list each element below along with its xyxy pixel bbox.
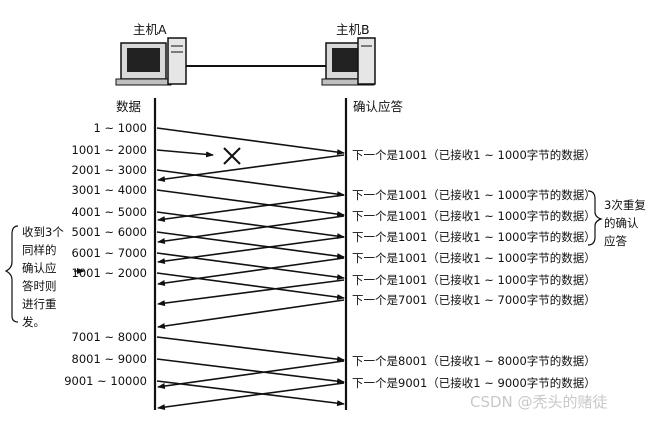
ack-arrow (158, 258, 344, 284)
data-segment-arrow (157, 253, 344, 278)
triple-duplicate-ack-note: 3次重复 的确认 应答 (588, 191, 646, 248)
ack-arrow (158, 361, 344, 387)
ack-arrow (158, 300, 344, 327)
segment-range-label: 1001 ~ 2000 (72, 143, 147, 157)
ack-label: 下一个是1001（已接收1 ~ 1000字节的数据） (352, 209, 596, 223)
data-segment-arrow (157, 232, 344, 257)
cross-icon (224, 148, 240, 164)
data-segment-arrow (157, 170, 344, 195)
data-segment-arrow (157, 381, 344, 404)
watermark: CSDN @秃头的赌徒 (470, 393, 608, 411)
right-note-line: 3次重复 (604, 198, 646, 212)
left-note-line: 收到3个 (22, 225, 64, 239)
ack-label: 下一个是1001（已接收1 ~ 1000字节的数据） (352, 273, 596, 287)
lost-segment-arrow (157, 150, 213, 155)
data-segment-arrow (157, 273, 344, 298)
left-note-line: 答时则 (22, 279, 57, 293)
data-segment-arrow (157, 359, 344, 382)
computer-icon (322, 38, 375, 85)
left-note-line: 确认应 (22, 261, 57, 275)
ack-label: 下一个是1001（已接收1 ~ 1000字节的数据） (352, 188, 596, 202)
data-segment-arrow (157, 128, 344, 153)
host-b-label: 主机B (336, 22, 370, 37)
segment-range-label: 5001 ~ 6000 (72, 225, 147, 239)
segment-range-label: 8001 ~ 9000 (72, 352, 147, 366)
left-note-line: 发。 (22, 315, 45, 329)
ack-label: 下一个是9001（已接收1 ~ 9000字节的数据） (352, 376, 596, 390)
segment-range-label: 7001 ~ 8000 (72, 330, 147, 344)
segment-range-label: 3001 ~ 4000 (72, 183, 147, 197)
host-a-label: 主机A (133, 22, 167, 37)
host-b-column-label: 确认应答 (353, 99, 404, 114)
ack-label: 下一个是8001（已接收1 ~ 8000字节的数据） (352, 354, 596, 368)
ack-arrow (158, 216, 344, 242)
ack-arrow (158, 195, 344, 220)
segment-range-label: 1 ~ 1000 (93, 121, 147, 135)
segment-range-label: 4001 ~ 5000 (72, 205, 147, 219)
host-a-column-label: 数据 (116, 99, 141, 114)
data-segment-arrow (157, 190, 344, 215)
ack-arrow (158, 155, 344, 180)
segment-range-label: 6001 ~ 7000 (72, 246, 147, 260)
left-note-line: 进行重 (22, 297, 57, 311)
right-note-line: 应答 (604, 234, 627, 248)
ack-label: 下一个是1001（已接收1 ~ 1000字节的数据） (352, 148, 596, 162)
segment-range-label: 2001 ~ 3000 (72, 163, 147, 177)
ack-label: 下一个是1001（已接收1 ~ 1000字节的数据） (352, 251, 596, 265)
ack-label: 下一个是1001（已接收1 ~ 1000字节的数据） (352, 230, 596, 244)
ack-arrow (158, 237, 344, 262)
segment-range-label: 1001 ~ 2000 (72, 266, 147, 280)
data-segments: 1 ~ 1000 1001 ~ 2000 2001 ~ 3000 3001 ~ 400… (64, 121, 344, 404)
data-segment-arrow (157, 337, 344, 360)
segment-range-label: 9001 ~ 10000 (64, 374, 147, 388)
ack-segments: 下一个是1001（已接收1 ~ 1000字节的数据） 下一个是1001（已接收1 … (158, 148, 596, 408)
ack-arrow (158, 383, 344, 408)
right-note-line: 的确认 (604, 216, 639, 230)
computer-icon (116, 38, 186, 85)
ack-label: 下一个是7001（已接收1 ~ 7000字节的数据） (352, 293, 596, 307)
left-note-line: 同样的 (22, 243, 57, 257)
ack-arrow (158, 280, 344, 304)
